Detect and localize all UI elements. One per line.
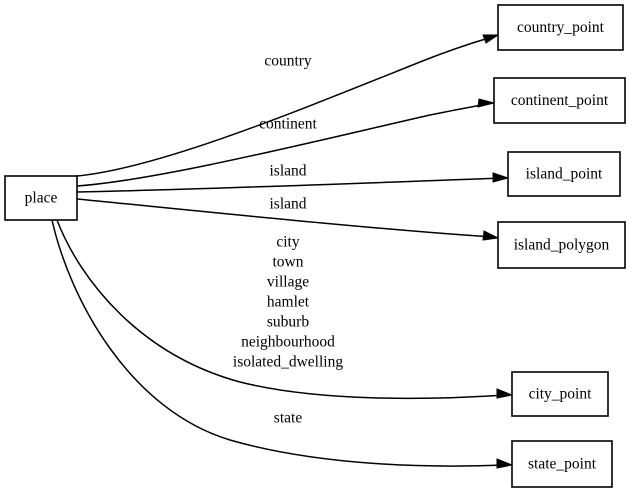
- node-continent-point[interactable]: continent_point: [493, 77, 626, 124]
- edge-line: [56, 219, 507, 400]
- node-country-point-box: [497, 4, 624, 51]
- edge-label-continent: continent: [259, 116, 317, 133]
- node-state-point-box: [511, 440, 613, 488]
- node-continent-point-box: [493, 77, 626, 124]
- edge-line: [76, 103, 489, 187]
- edge-place-continent-point[interactable]: [76, 98, 496, 187]
- node-continent-point-label: continent_point: [511, 92, 609, 109]
- node-country-point-label: country_point: [517, 19, 605, 36]
- node-island-polygon-box: [497, 221, 626, 269]
- arrowhead-icon: [496, 458, 514, 469]
- edge-line: [76, 36, 493, 177]
- node-island-polygon-label: island_polygon: [514, 237, 610, 254]
- edge-place-city-point[interactable]: [56, 219, 514, 400]
- arrowhead-icon: [477, 98, 496, 108]
- edge-label-country: country: [264, 53, 312, 70]
- arrowhead-icon: [492, 172, 510, 183]
- node-country-point[interactable]: country_point: [497, 4, 624, 51]
- edge-place-island-point[interactable]: [76, 172, 510, 193]
- node-city-point-label: city_point: [529, 386, 593, 403]
- edge-label-line-city: city: [276, 234, 299, 251]
- arrowhead-icon: [482, 34, 500, 44]
- arrowhead-icon: [496, 388, 514, 399]
- arrowhead-icon: [482, 230, 500, 241]
- node-island-point-label: island_point: [526, 166, 603, 183]
- edge-label-line-village: village: [267, 274, 309, 291]
- node-island-point-box: [507, 151, 621, 197]
- edge-labels-layer: country continent island island city tow…: [233, 53, 343, 427]
- node-island-point[interactable]: island_point: [507, 151, 621, 197]
- edge-place-state-point[interactable]: [51, 219, 514, 469]
- edge-label-line-neighbourhood: neighbourhood: [241, 334, 335, 351]
- node-island-polygon[interactable]: island_polygon: [497, 221, 626, 269]
- edge-label-line-hamlet: hamlet: [267, 294, 310, 311]
- edge-label-island-polygon: island: [269, 196, 306, 213]
- node-city-point-box: [511, 371, 609, 417]
- edge-line: [76, 177, 503, 193]
- edge-line: [76, 198, 493, 238]
- edge-line: [51, 219, 507, 467]
- nodes-layer: place country_point continent_point isla…: [4, 4, 626, 488]
- node-place-box: [4, 175, 78, 221]
- edge-place-island-polygon[interactable]: [76, 198, 500, 241]
- node-place-label: place: [25, 190, 58, 207]
- edge-label-line-isolated-dwelling: isolated_dwelling: [233, 354, 343, 371]
- edge-label-line-town: town: [273, 254, 304, 271]
- edge-label-island-point: island: [269, 163, 306, 180]
- edge-place-country-point[interactable]: [76, 34, 500, 177]
- edge-label-city-point: city town village hamlet suburb neighbou…: [233, 234, 343, 371]
- edge-label-line-suburb: suburb: [267, 314, 309, 331]
- edges-layer: [51, 34, 514, 469]
- node-state-point[interactable]: state_point: [511, 440, 613, 488]
- node-state-point-label: state_point: [528, 456, 597, 473]
- edge-label-state: state: [274, 410, 303, 427]
- node-city-point[interactable]: city_point: [511, 371, 609, 417]
- node-place[interactable]: place: [4, 175, 78, 221]
